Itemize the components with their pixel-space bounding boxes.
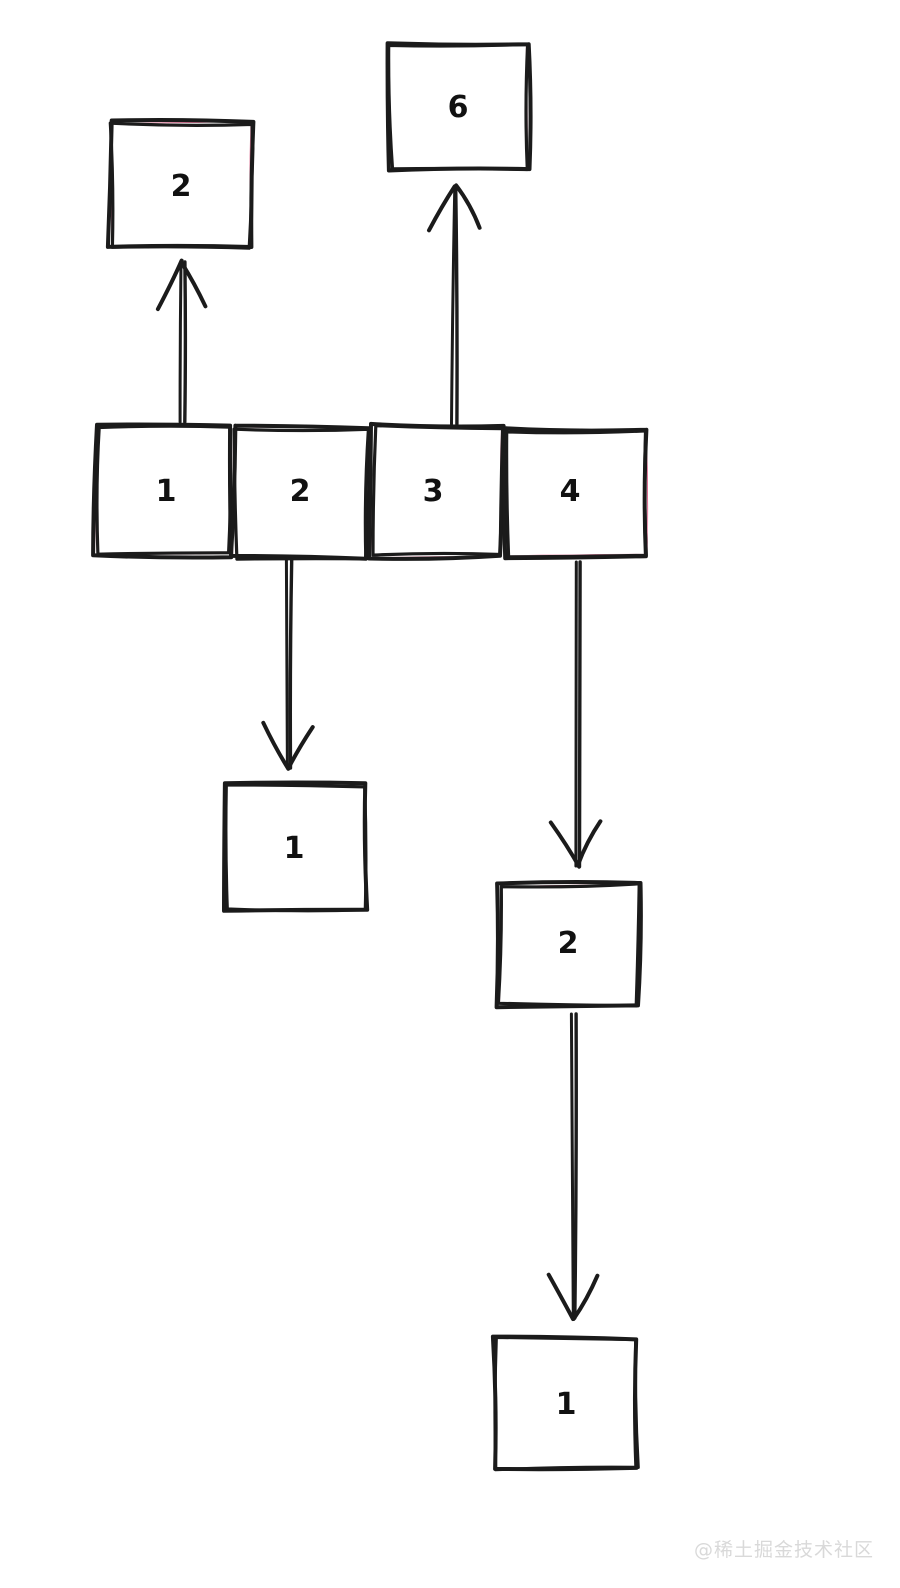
node-outline [496,882,641,1008]
node-top-left-2[interactable] [105,117,256,250]
arrow-shaft [288,558,294,770]
node-fill [225,783,366,909]
node-outline [229,423,372,561]
watermark-text: @稀土掘金技术社区 [693,1539,874,1561]
arrow-head-stroke [575,819,603,868]
arrow-shaft [577,560,582,868]
node-array-cell-4[interactable] [502,426,649,561]
node-array-cell-1[interactable] [91,422,234,560]
node-outline [494,880,643,1010]
arrow-head-stroke [261,720,291,771]
node-outline [367,421,506,561]
arrow-shaft [183,260,188,424]
arrow-shaft [450,184,457,426]
node-array-cell-2[interactable] [229,423,372,561]
node-outline [502,426,649,561]
node-fill [232,426,368,558]
node-outline [387,42,530,172]
arrow-right-mid-2-to-bottom-right-1 [546,1012,600,1321]
nodes-layer [91,41,649,1472]
node-outline [95,424,233,556]
arrow-shaft [573,1012,578,1320]
node-outline [385,41,533,173]
node-bottom-right-1[interactable] [490,1334,640,1472]
node-top-center-6[interactable] [385,41,533,173]
arrow-shaft [284,558,289,770]
arrow-cell2-to-lower-left-1 [261,558,315,771]
arrow-head-stroke [546,1272,575,1321]
node-outline [224,783,368,913]
arrow-cell1-to-top-left-2 [155,258,208,424]
node-fill [500,883,639,1006]
node-outline [505,429,648,559]
arrow-shaft [454,184,459,426]
node-outline [91,422,234,560]
node-outline [105,117,256,249]
arrow-head-stroke [180,261,208,309]
arrow-shaft [178,260,183,424]
node-outline [371,424,505,557]
node-fill [387,44,528,170]
arrow-cell4-to-right-mid-2 [548,560,603,869]
node-lower-left-1[interactable] [222,780,370,913]
node-fill [496,1338,636,1469]
arrows-layer [155,183,603,1321]
arrow-head-stroke [454,183,482,230]
node-array-cell-3[interactable] [367,421,506,561]
node-fill [505,427,649,556]
arrow-head-stroke [571,1273,600,1321]
node-outline [490,1334,639,1472]
arrow-shaft [569,1012,575,1320]
arrow-head-stroke [155,258,184,312]
arrow-head-stroke [286,725,315,771]
node-outline [493,1335,640,1472]
node-outline [108,121,254,250]
node-fill [370,425,501,557]
arrow-head-stroke [427,184,457,233]
node-outline [232,427,370,561]
node-outline [222,780,370,913]
node-right-mid-2[interactable] [494,880,643,1010]
node-fill [111,121,251,248]
node-fill [94,425,230,555]
arrow-cell3-to-top-center-6 [427,183,482,426]
